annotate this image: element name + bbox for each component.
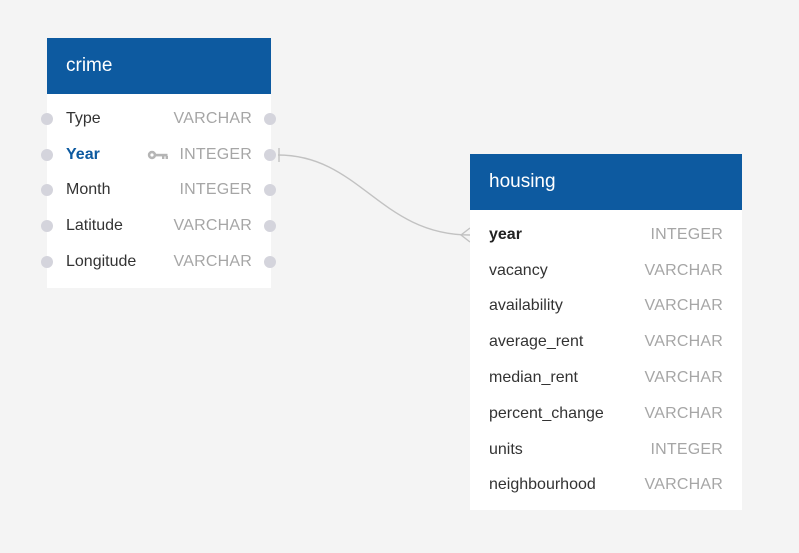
column-type: VARCHAR bbox=[173, 217, 252, 235]
connector-dot-icon[interactable] bbox=[264, 184, 276, 196]
column-row-month[interactable]: Month INTEGER bbox=[47, 173, 271, 209]
column-row-average-rent[interactable]: average_rent VARCHAR bbox=[470, 324, 742, 360]
column-type: INTEGER bbox=[179, 145, 252, 163]
column-type: INTEGER bbox=[650, 225, 723, 243]
column-row-latitude[interactable]: Latitude VARCHAR bbox=[47, 208, 271, 244]
relation-curve bbox=[277, 154, 471, 236]
column-row-units[interactable]: units INTEGER bbox=[470, 432, 742, 468]
column-type: INTEGER bbox=[179, 181, 252, 199]
connector-dot-icon[interactable] bbox=[41, 149, 53, 161]
table-housing[interactable]: housing year INTEGER vacancy VARCHAR ava… bbox=[470, 154, 742, 510]
column-name: Type bbox=[66, 109, 101, 127]
column-type: VARCHAR bbox=[173, 253, 252, 271]
column-row-longitude[interactable]: Longitude VARCHAR bbox=[47, 244, 271, 280]
column-name: availability bbox=[489, 297, 563, 315]
column-name: units bbox=[489, 440, 523, 458]
column-row-year[interactable]: year INTEGER bbox=[470, 217, 742, 253]
column-name: neighbourhood bbox=[489, 476, 596, 494]
table-housing-title: housing bbox=[489, 171, 556, 192]
key-icon bbox=[147, 150, 168, 159]
column-name: average_rent bbox=[489, 333, 584, 351]
column-row-availability[interactable]: availability VARCHAR bbox=[470, 289, 742, 325]
column-row-median-rent[interactable]: median_rent VARCHAR bbox=[470, 360, 742, 396]
connector-dot-icon[interactable] bbox=[264, 220, 276, 232]
column-type: VARCHAR bbox=[644, 333, 723, 351]
column-type: VARCHAR bbox=[644, 476, 723, 494]
many-cardinality-crowfoot bbox=[459, 227, 471, 243]
column-name: median_rent bbox=[489, 369, 578, 387]
column-name: percent_change bbox=[489, 404, 604, 422]
connector-dot-icon[interactable] bbox=[264, 113, 276, 125]
column-row-year[interactable]: Year INTEGER bbox=[47, 137, 271, 173]
table-crime[interactable]: crime Type VARCHAR Year INTEGER Month bbox=[47, 38, 271, 288]
column-row-type[interactable]: Type VARCHAR bbox=[47, 101, 271, 137]
column-name: Month bbox=[66, 181, 111, 199]
connector-dot-icon[interactable] bbox=[264, 256, 276, 268]
connector-dot-icon[interactable] bbox=[41, 113, 53, 125]
column-row-neighbourhood[interactable]: neighbourhood VARCHAR bbox=[470, 468, 742, 504]
column-name: Longitude bbox=[66, 253, 137, 271]
column-type: VARCHAR bbox=[644, 404, 723, 422]
column-type: VARCHAR bbox=[173, 109, 252, 127]
column-row-percent-change[interactable]: percent_change VARCHAR bbox=[470, 396, 742, 432]
column-name-primary-key: Year bbox=[66, 145, 100, 163]
connector-dot-icon[interactable] bbox=[264, 149, 276, 161]
table-crime-header[interactable]: crime bbox=[47, 38, 271, 94]
column-name: vacancy bbox=[489, 261, 548, 279]
column-type: INTEGER bbox=[650, 440, 723, 458]
column-type: VARCHAR bbox=[644, 369, 723, 387]
table-housing-header[interactable]: housing bbox=[470, 154, 742, 210]
connector-dot-icon[interactable] bbox=[41, 220, 53, 232]
column-type: VARCHAR bbox=[644, 297, 723, 315]
column-name-primary-key: year bbox=[489, 225, 522, 243]
connector-dot-icon[interactable] bbox=[41, 184, 53, 196]
column-type: VARCHAR bbox=[644, 261, 723, 279]
table-crime-title: crime bbox=[66, 55, 113, 76]
column-row-vacancy[interactable]: vacancy VARCHAR bbox=[470, 253, 742, 289]
column-name: Latitude bbox=[66, 217, 123, 235]
connector-dot-icon[interactable] bbox=[41, 256, 53, 268]
